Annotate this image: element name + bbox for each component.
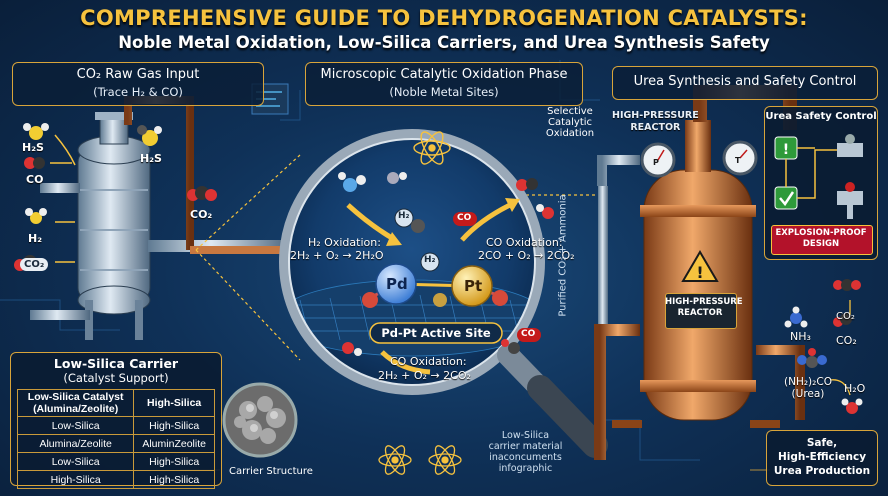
co2-molecule-b: [833, 313, 852, 327]
micro-header: Microscopic Catalytic Oxidation Phase (N…: [305, 62, 583, 106]
raw-gas-header: CO₂ Raw Gas Input (Trace H₂ & CO): [12, 62, 264, 106]
label-pd: Pd: [386, 275, 408, 293]
label-co-oxidation-title: CO Oxidation:: [486, 236, 563, 249]
reactor-nameplate: [665, 293, 737, 329]
label-h2-molecule: H₂: [398, 211, 410, 221]
label-h2s-left: H₂S: [22, 141, 44, 154]
label-h2: H₂: [28, 232, 43, 245]
h2o-molecule: [841, 398, 863, 414]
carrier-title: Low-Silica Carrier: [53, 356, 179, 371]
raw-gas-title: CO₂ Raw Gas Input: [76, 67, 200, 82]
micro-subtitle: (Noble Metal Sites): [389, 85, 499, 99]
label-hp-reactor-plate: HIGH-PRESSURE REACTOR: [665, 297, 743, 318]
label-gauge-temperature: T: [735, 156, 741, 165]
atom-icon-bottom-left: [378, 445, 412, 475]
svg-text:!: !: [696, 263, 703, 282]
atom-icon-top: [413, 131, 451, 165]
label-co-bottom: CO: [521, 329, 536, 339]
co2-molecule-a: [833, 279, 861, 291]
label-explosion-proof: EXPLOSION-PROOF DESIGN: [775, 228, 867, 249]
urea-header: Urea Synthesis and Safety Control: [612, 66, 878, 100]
label-co-oxidation-eq: 2CO + O₂ → 2CO₂: [478, 249, 575, 262]
nh3-molecule: [784, 306, 808, 328]
low-silica-carrier-panel: Low-Silica Carrier (Catalyst Support) Lo…: [10, 352, 222, 489]
label-co2-b: CO₂: [836, 334, 857, 347]
table-cell: High-Silica: [133, 470, 215, 489]
label-h2-top-pd: H₂: [424, 255, 436, 265]
co2-molecule-mid: [187, 186, 217, 201]
page-title: COMPREHENSIVE GUIDE TO DEHYDROGENATION C…: [80, 6, 808, 30]
carrier-table: Low-Silica Catalyst (Alumina/Zeolite) Hi…: [16, 389, 215, 489]
label-carrier-structure: Carrier Structure: [229, 466, 313, 477]
label-urea: (NH₂)₂CO (Urea): [784, 376, 832, 400]
safety-control-graphics: !: [774, 134, 863, 219]
label-co-oxidation2-title: CO Oxidation:: [390, 355, 467, 368]
urea-title: Urea Synthesis and Safety Control: [633, 74, 857, 89]
label-co-molecule: CO: [457, 213, 472, 223]
h2-molecule: [25, 208, 47, 224]
label-infographic-note: Low-Silica carrier material inaconcument…: [488, 430, 563, 474]
carrier-header-cell: High-Silica: [133, 389, 215, 417]
label-co2-bottom: CO₂: [20, 258, 49, 271]
carrier-subtitle: (Catalyst Support): [63, 371, 169, 385]
label-h2-oxidation-eq: 2H₂ + O₂ → 2H₂O: [290, 249, 384, 262]
explosion-proof-badge: [771, 225, 873, 255]
raw-gas-subtitle: (Trace H₂ & CO): [93, 85, 183, 99]
label-co-oxidation2-eq: 2H₂ + O₂ → 2CO₂: [378, 369, 471, 382]
label-co: CO: [26, 173, 44, 186]
h2s-molecule-right: [137, 125, 162, 146]
micro-title: Microscopic Catalytic Oxidation Phase: [320, 67, 568, 82]
table-cell: AluminZeolite: [133, 434, 215, 453]
table-cell: High-Silica: [16, 470, 135, 489]
label-h2-oxidation-title: H₂ Oxidation:: [308, 236, 381, 249]
carrier-header-cell: Low-Silica Catalyst (Alumina/Zeolite): [16, 389, 135, 417]
page-subtitle: Noble Metal Oxidation, Low-Silica Carrie…: [118, 33, 770, 52]
co-molecule-left: [24, 157, 45, 169]
label-h2o: H₂O: [844, 382, 866, 395]
table-cell: Alumina/Zeolite: [16, 434, 135, 453]
label-pt: Pt: [464, 277, 483, 295]
svg-text:!: !: [783, 142, 789, 158]
safe-production-panel: Safe, High-Efficiency Urea Production: [766, 430, 878, 486]
label-hp-reactor-top: HIGH-PRESSURE REACTOR: [612, 110, 699, 133]
label-safe-production: Safe, High-Efficiency Urea Production: [773, 437, 871, 477]
label-nh3: NH₃: [790, 330, 811, 343]
label-co2-a: CO₂: [836, 311, 855, 322]
label-selective-oxidation: Selective Catalytic Oxidation: [545, 106, 595, 139]
label-active-site: Pd-Pt Active Site: [381, 326, 491, 340]
urea-safety-control-panel: Urea Safety Control ! EXPLOSION-PROOF DE…: [764, 106, 878, 260]
urea-molecule: [797, 348, 827, 368]
atom-icon-bottom-right: [428, 445, 462, 475]
carrier-table-header: Low-Silica Catalyst (Alumina/Zeolite) Hi…: [16, 389, 215, 417]
label-gauge-pressure: P: [653, 158, 659, 167]
safety-control-title: Urea Safety Control: [765, 111, 877, 122]
carrier-structure-image: [222, 382, 298, 458]
label-co2-mid: CO₂: [190, 208, 213, 221]
label-h2s-right: H₂S: [140, 152, 162, 165]
table-cell: High-Silica: [133, 452, 215, 471]
h2s-molecule-left: [23, 123, 49, 140]
